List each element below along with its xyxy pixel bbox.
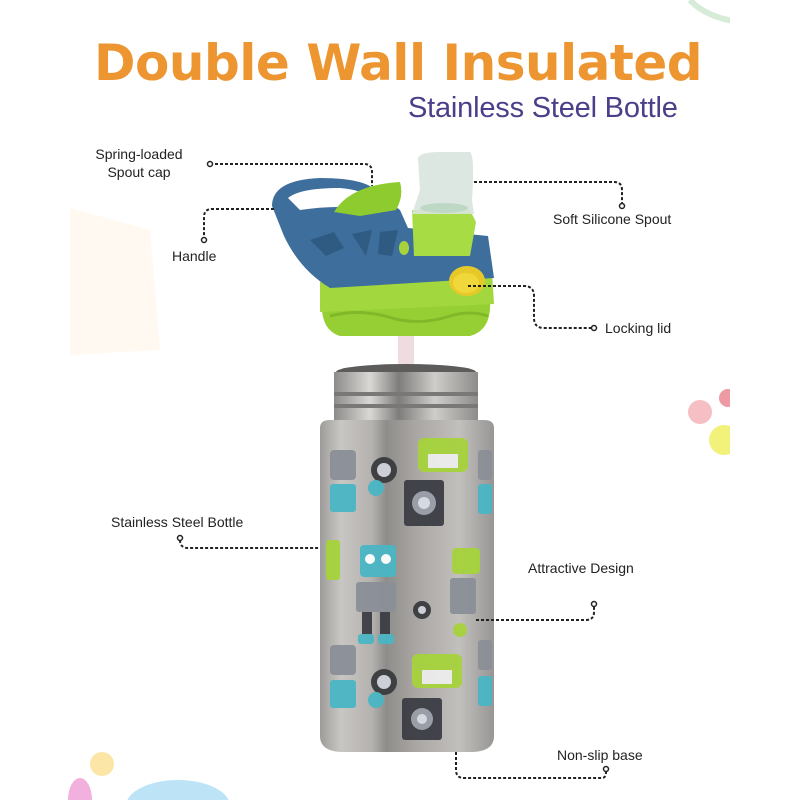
callout-handle: Handle	[172, 248, 217, 264]
callout-steel-bottle: Stainless Steel Bottle	[111, 514, 244, 530]
page-subtitle: Stainless Steel Bottle	[408, 92, 678, 124]
callout-design: Attractive Design	[528, 560, 634, 576]
callout-spout-cap: Spring-loaded Spout cap	[84, 145, 194, 181]
callout-base: Non-slip base	[557, 747, 643, 763]
callout-spout-cap-line2: Spout cap	[107, 164, 171, 180]
callout-silicone-spout: Soft Silicone Spout	[553, 211, 672, 227]
page-title: Double Wall Insulated	[94, 34, 703, 92]
callout-spout-cap-line1: Spring-loaded	[95, 146, 183, 162]
callout-locking-lid: Locking lid	[605, 320, 672, 336]
